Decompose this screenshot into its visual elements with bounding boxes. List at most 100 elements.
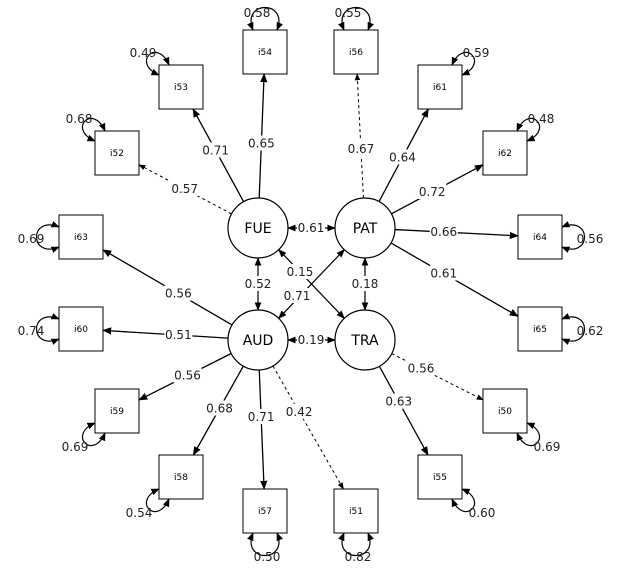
loading-value-i50-background (407, 360, 435, 376)
loading-value-i58-text: 0.68 (206, 402, 233, 416)
indicator-i54-label: i54 (258, 48, 272, 58)
loading-value-i52: 0.57 (170, 181, 199, 196)
loading-value-i51: 0.42 (285, 403, 314, 419)
loading-value-i60: 0.51 (164, 327, 193, 343)
latent-fue-label: FUE (244, 221, 271, 237)
correlation-value-pat-tra-background (351, 276, 379, 291)
indicator-i50-box (482, 388, 528, 434)
error-loop-i53 (145, 51, 170, 76)
correlation-value-aud-tra: 0.19 (297, 332, 325, 347)
loading-value-i61: 0.64 (388, 149, 417, 165)
error-loop-i65 (561, 313, 585, 345)
loading-value-i59-text: 0.56 (174, 369, 201, 383)
loading-value-i61-text: 0.64 (389, 151, 416, 165)
latent-tra-circle (334, 309, 396, 371)
indicator-i52-box (94, 130, 140, 176)
correlation-value-aud-pat: 0.71 (283, 288, 311, 303)
error-loop-i59 (81, 422, 106, 447)
indicator-i56-label: i56 (349, 48, 363, 58)
latent-tra-label: TRA (350, 333, 379, 349)
loading-value-i52-text: 0.57 (171, 182, 198, 196)
loading-value-i56-text: 0.67 (348, 142, 375, 156)
loading-value-i62-background (418, 184, 447, 199)
loading-value-i55-background (384, 393, 413, 409)
loading-value-i63-background (164, 285, 193, 301)
loading-value-i53-text: 0.71 (202, 143, 229, 157)
error-variance-i60: 0.74 (18, 324, 45, 338)
indicator-i50-label: i50 (498, 407, 512, 417)
correlation-value-fue-aud-text: 0.52 (245, 277, 272, 291)
loading-value-i62-text: 0.72 (419, 185, 446, 199)
loading-value-i60-text: 0.51 (165, 328, 192, 342)
loading-value-i57-text: 0.71 (248, 410, 275, 424)
loading-value-i60-background (164, 327, 193, 343)
loading-value-i58: 0.68 (205, 400, 234, 416)
indicator-i55-label: i55 (433, 473, 447, 483)
indicator-i58-box (158, 454, 204, 500)
indicator-i60-label: i60 (74, 325, 88, 335)
loading-value-i51-background (285, 403, 314, 419)
loading-value-i55-text: 0.63 (385, 395, 412, 409)
latent-fue-circle (227, 197, 289, 259)
correlation-value-aud-tra-background (297, 332, 325, 347)
error-loop-i61 (451, 51, 476, 76)
correlation-value-fue-pat: 0.61 (297, 220, 325, 235)
correlation-value-aud-tra-text: 0.19 (298, 333, 325, 347)
loading-value-i65: 0.61 (429, 265, 458, 281)
error-variance-i56: 0.55 (335, 6, 362, 20)
loading-value-i65-background (429, 265, 458, 281)
error-variance-i52: 0.68 (66, 112, 93, 126)
indicator-i63-label: i63 (74, 233, 88, 243)
error-loop-i60 (36, 313, 60, 345)
loading-value-i54: 0.65 (247, 135, 276, 151)
indicator-i53-box (158, 64, 204, 110)
indicator-i60-box (58, 306, 104, 352)
correlation-value-aud-pat-text: 0.71 (284, 289, 311, 303)
indicator-i64-label: i64 (533, 233, 547, 243)
correlation-value-fue-tra-background (286, 264, 314, 279)
loading-value-i59: 0.56 (173, 367, 202, 383)
loading-pat-i56 (354, 73, 364, 199)
error-variance-i55: 0.60 (469, 506, 496, 520)
correlation-value-fue-aud-background (244, 276, 272, 291)
loading-value-i56: 0.67 (346, 140, 375, 156)
loading-value-i55: 0.63 (384, 393, 413, 409)
indicator-i59-label: i59 (110, 407, 124, 417)
loading-value-i53: 0.71 (201, 142, 230, 158)
error-loop-i50 (516, 422, 541, 447)
correlation-value-fue-pat-background (297, 220, 325, 235)
error-variance-i63: 0.69 (18, 232, 45, 246)
indicator-i62-label: i62 (498, 149, 512, 159)
indicator-i56-box (333, 29, 379, 75)
latent-pat-label: PAT (353, 221, 378, 237)
loading-value-i63-text: 0.56 (165, 287, 192, 301)
correlation-value-pat-tra: 0.18 (351, 276, 379, 291)
indicator-i61-box (417, 64, 463, 110)
correlation-value-aud-pat-background (283, 288, 311, 303)
error-variance-i54: 0.58 (244, 6, 271, 20)
loading-value-i56-background (346, 140, 375, 156)
latent-aud-circle (227, 309, 289, 371)
loading-value-i51-text: 0.42 (286, 405, 313, 419)
loading-aud-i51 (272, 365, 344, 490)
loading-value-i50: 0.56 (407, 360, 435, 376)
error-variance-i65: 0.62 (577, 324, 604, 338)
loading-value-i57: 0.71 (247, 408, 276, 424)
correlation-value-fue-tra: 0.15 (286, 264, 314, 279)
indicator-i64-box (517, 214, 563, 260)
loading-tra-i55 (378, 366, 429, 456)
indicator-i53-label: i53 (174, 83, 188, 93)
correlation-value-fue-aud: 0.52 (244, 276, 272, 291)
indicator-i51-box (333, 488, 379, 534)
loading-value-i58-background (205, 400, 234, 416)
indicator-i61-label: i61 (433, 83, 447, 93)
error-loop-i56 (338, 7, 374, 31)
indicator-i58-label: i58 (174, 473, 188, 483)
indicator-i65-box (517, 306, 563, 352)
error-loop-i63 (36, 221, 60, 253)
error-variance-i50: 0.69 (534, 440, 561, 454)
indicator-i62-box (482, 130, 528, 176)
loading-value-i62: 0.72 (418, 184, 447, 199)
error-loop-i62 (516, 117, 541, 142)
error-loop-i64 (561, 221, 585, 253)
